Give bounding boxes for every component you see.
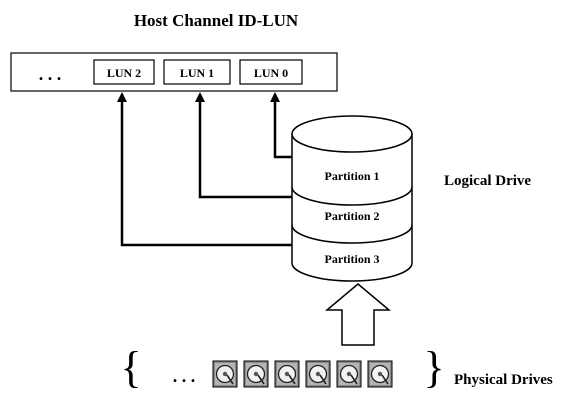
lun-0-box [239,59,303,85]
physical-drives-label: Physical Drives [454,372,553,388]
partition-divider-2 [291,224,413,244]
arrow-partition2-to-lun1 [195,92,292,199]
lun-2-label: LUN 2 [107,66,141,80]
logical-drive-cylinder [291,115,413,282]
up-arrow-icon [324,283,392,346]
arrow-partition1-to-lun0 [270,92,292,159]
lun-1-label: LUN 1 [180,66,214,80]
hard-drive-icon [336,360,362,388]
hard-drive-icon [212,360,238,388]
hard-drive-icon [367,360,393,388]
lun-bar-ellipsis: . . . [39,64,62,84]
partition-3-label: Partition 3 [325,252,380,266]
physical-drive-icons [212,360,393,388]
physical-drives-ellipsis: . . . [173,366,196,386]
arrow-partition3-to-lun2 [117,92,292,247]
logical-drive-label: Logical Drive [444,173,531,189]
hard-drive-icon [274,360,300,388]
partition-1-label: Partition 1 [325,169,380,183]
lun-1-box [163,59,231,85]
cylinder-top [291,115,413,153]
mapping-arrows [117,92,292,247]
partition-2-label: Partition 2 [325,209,380,223]
hard-drive-icon [305,360,331,388]
physical-drives-right-brace: } [423,343,444,392]
lun-0-label: LUN 0 [254,66,288,80]
partition-divider-1 [291,186,413,206]
diagram-title: Host Channel ID-LUN [134,11,299,30]
physical-drives-left-brace: { [120,343,141,392]
lun-2-box [93,59,155,85]
hard-drive-icon [243,360,269,388]
